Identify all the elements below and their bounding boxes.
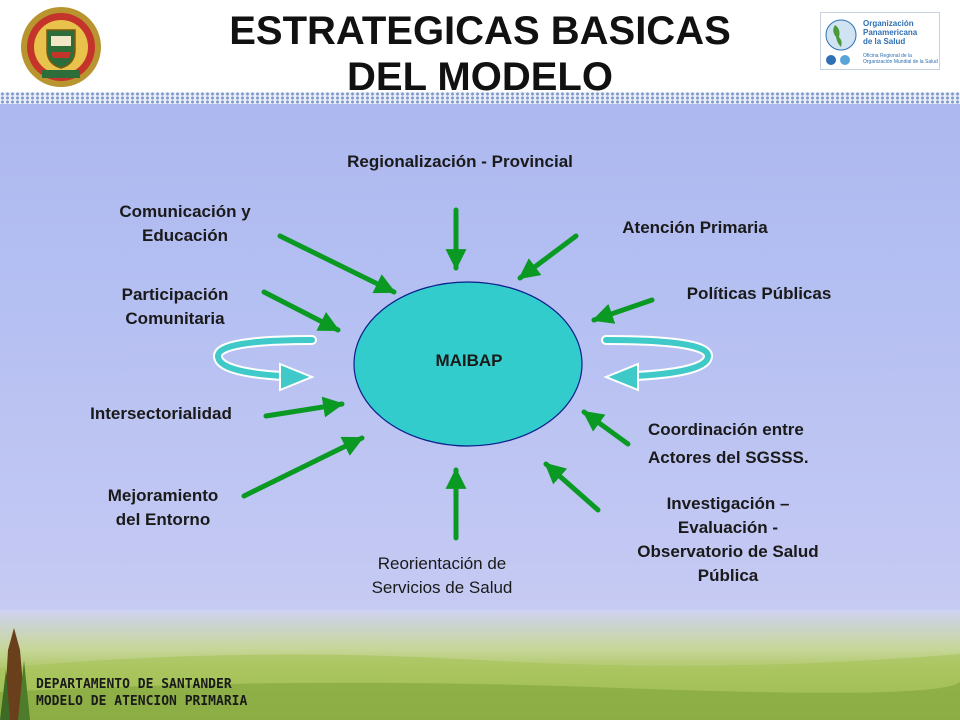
circular-arrow-left	[212, 335, 317, 392]
grass-figure	[0, 628, 30, 720]
paho-subtitle: Oficina Regional de la Organización Mund…	[863, 53, 938, 65]
arrow-comunicacion	[277, 233, 397, 295]
label-atencion: Atención Primaria	[622, 218, 768, 237]
label-politicas: Políticas Públicas	[686, 284, 832, 303]
header-divider	[0, 92, 960, 104]
arrow-mejoramiento	[241, 435, 365, 499]
footer-caption: DEPARTAMENTO DE SANTANDER MODELO DE ATEN…	[36, 676, 247, 710]
arrow-investigacion	[543, 461, 601, 513]
label-comunicacion: Comunicación y Educación	[119, 202, 251, 245]
label-participacion: Participación Comunitaria	[121, 285, 229, 328]
footer-line-1: DEPARTAMENTO DE SANTANDER	[36, 677, 232, 692]
label-investigacion: Investigación – Evaluación - Observatori…	[637, 494, 819, 585]
paho-name: Organización Panamericana de la Salud	[863, 19, 918, 46]
maibap-ellipse	[353, 281, 583, 447]
label-intersectorialidad: Intersectorialidad	[90, 404, 232, 423]
label-regionalizacion: Regionalización - Provincial	[347, 152, 573, 171]
footer-landscape	[0, 610, 960, 720]
arrow-coordinacion	[581, 409, 631, 447]
label-mejoramiento: Mejoramiento del Entorno	[107, 486, 219, 529]
arrow-participacion	[261, 289, 341, 333]
arrow-intersectorialidad	[263, 396, 345, 419]
title-line-2: DEL MODELO	[347, 55, 613, 99]
label-reorientacion: Reorientación de Servicios de Salud	[371, 554, 513, 597]
center-label: MAIBAP	[435, 351, 503, 370]
paho-logo: Organización Panamericana de la Salud Of…	[820, 12, 940, 70]
slide-title: ESTRATEGICAS BASICAS DEL MODELO	[180, 8, 780, 100]
santander-crest-logo	[20, 6, 102, 88]
footer-line-2: MODELO DE ATENCION PRIMARIA	[36, 694, 248, 709]
circular-arrow-right	[601, 335, 714, 392]
arrow-atencion	[517, 233, 579, 281]
label-coordinacion: Coordinación entre Actores del SGSSS.	[648, 420, 809, 467]
title-line-1: ESTRATEGICAS BASICAS	[229, 9, 731, 53]
arrow-politicas	[591, 297, 655, 324]
header-band	[0, 0, 960, 92]
